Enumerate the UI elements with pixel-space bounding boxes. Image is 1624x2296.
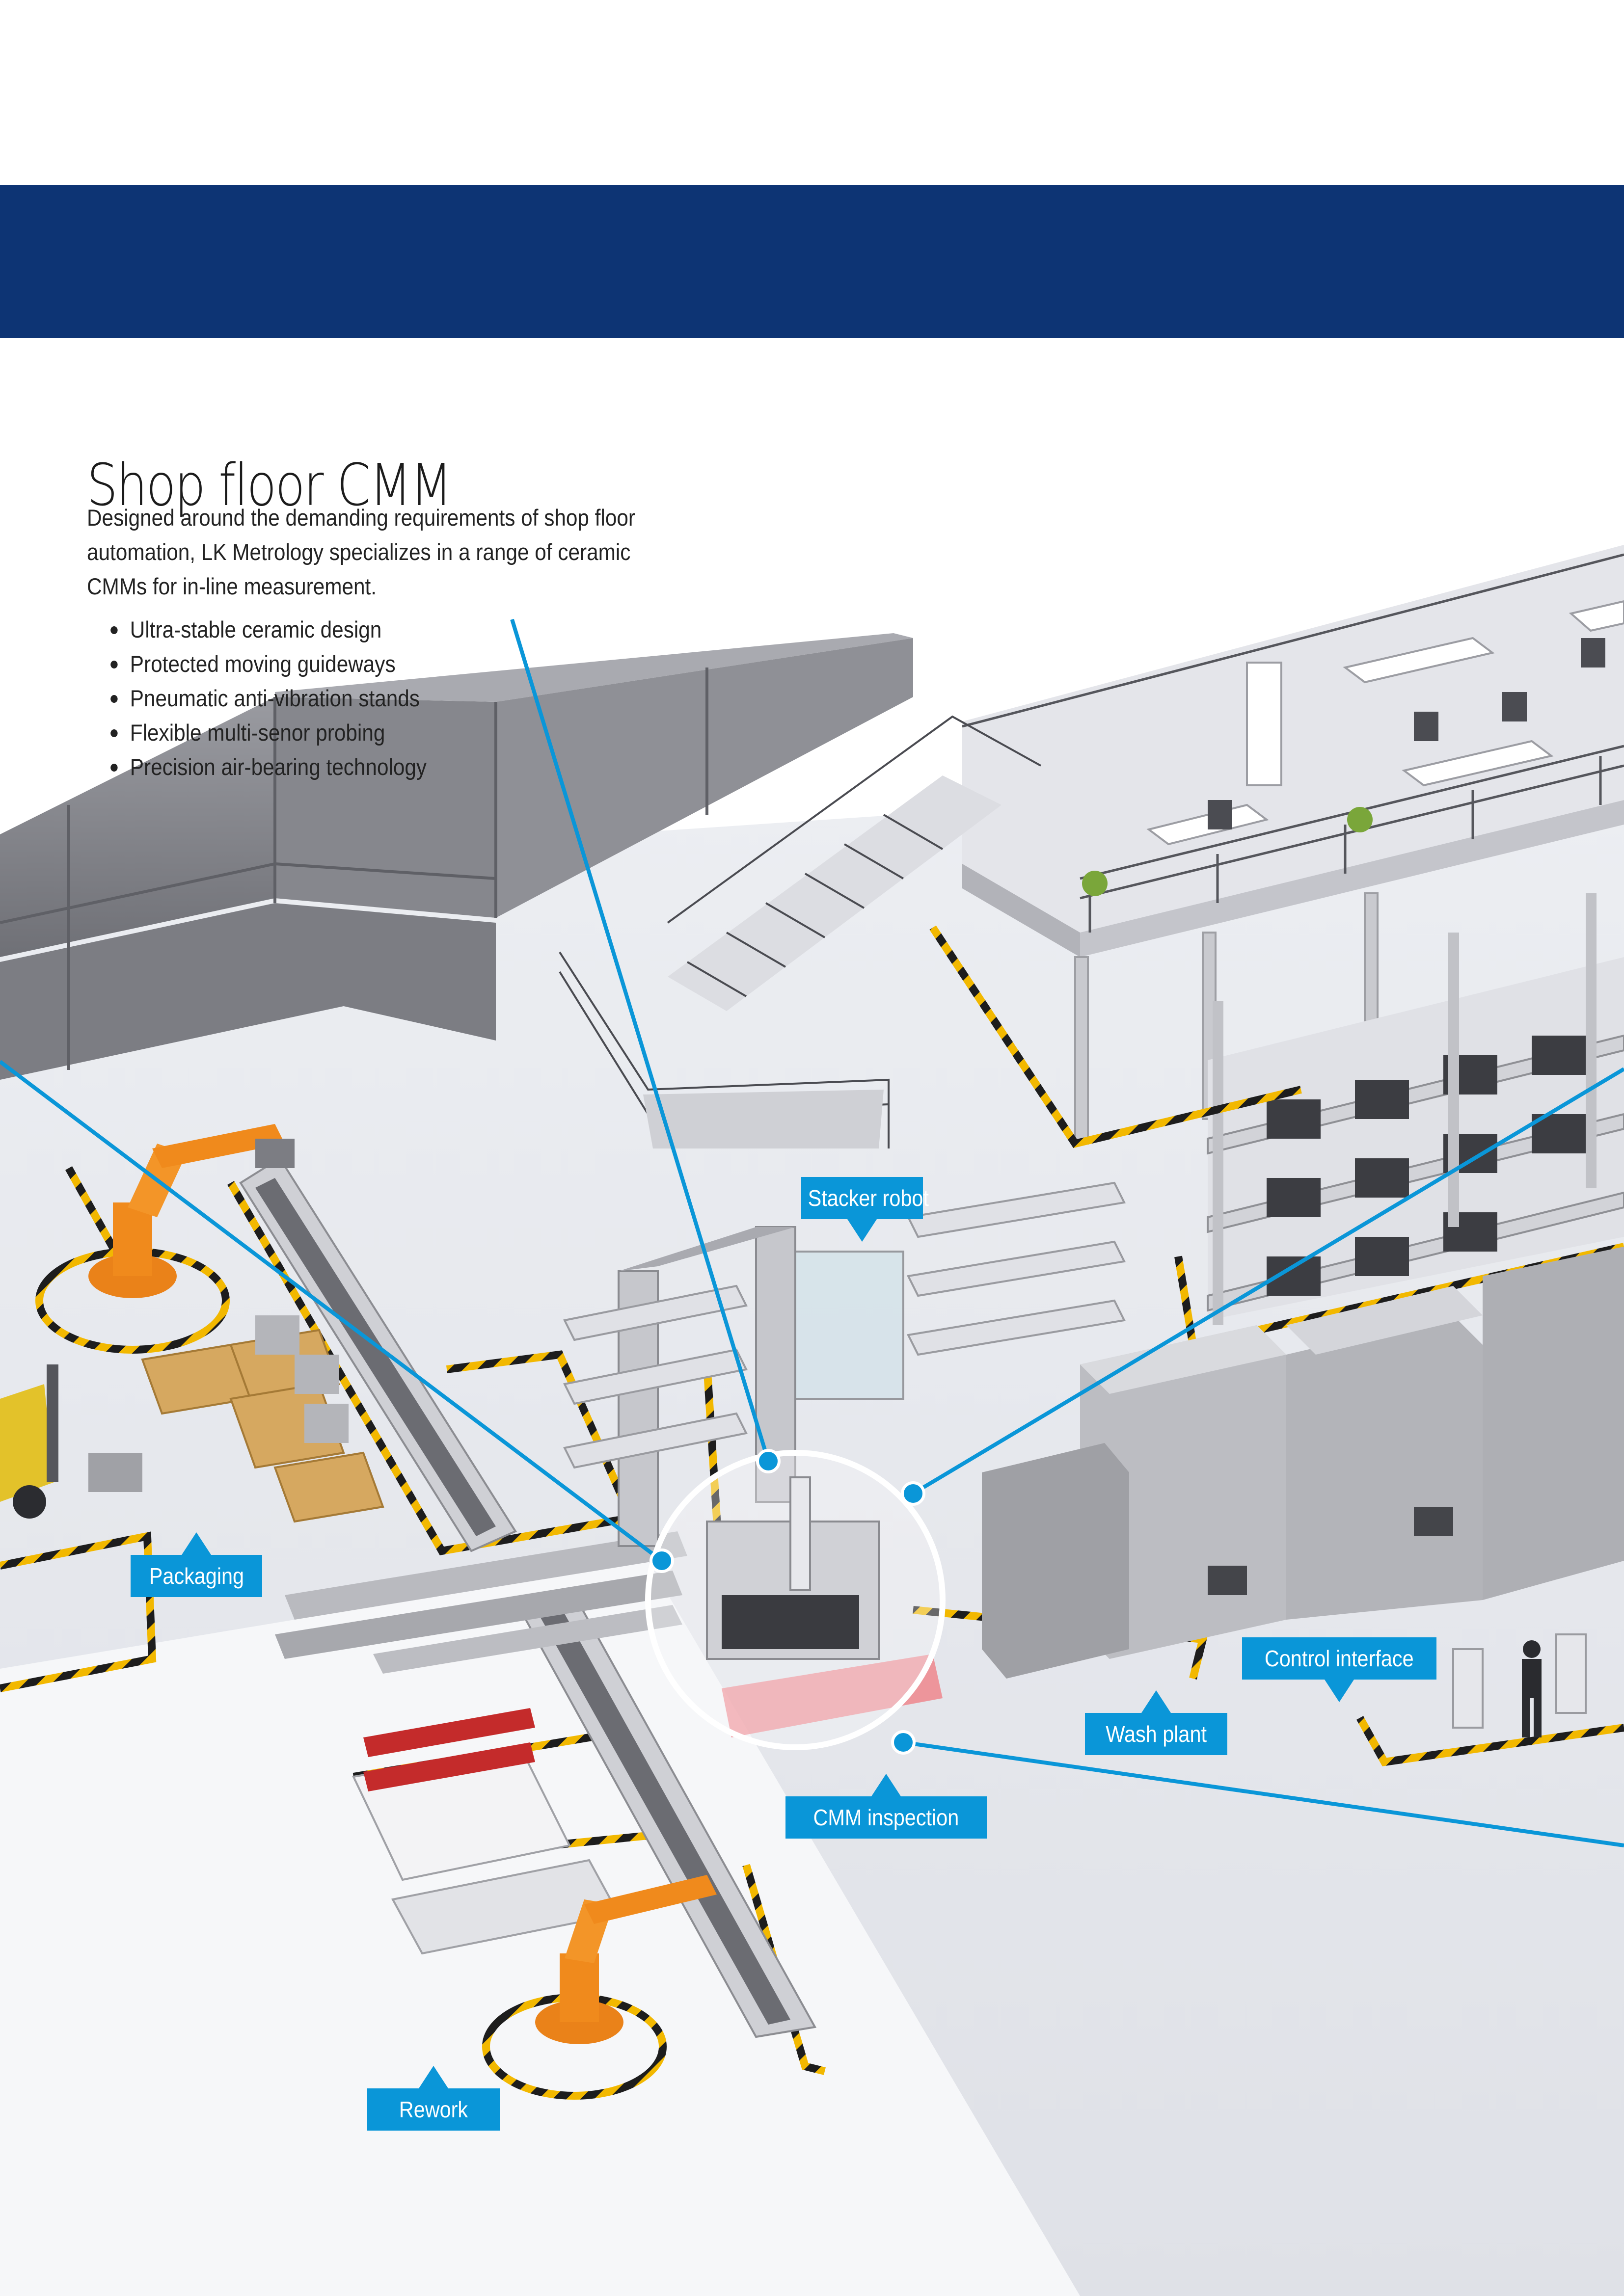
callout-packaging: Packaging: [131, 1532, 262, 1597]
leader-lines: [0, 618, 1624, 1847]
cmm-inspection-zone: [645, 1450, 946, 1750]
callout-control-interface: Control interface: [1242, 1637, 1436, 1702]
conveyors: [239, 1157, 817, 2038]
feature-list: Ultra-stable ceramic design Protected mo…: [98, 613, 427, 784]
callout-stacker-robot: Stacker robot: [801, 1177, 929, 1242]
callout-label: Rework: [399, 2097, 468, 2122]
leader-dots: [650, 1449, 925, 1755]
wash-plant: [982, 1247, 1624, 1679]
feature-item: Precision air-bearing technology: [98, 750, 427, 784]
callout-label: Wash plant: [1106, 1721, 1207, 1747]
callout-label: CMM inspection: [813, 1805, 959, 1830]
storage-racks: [1207, 893, 1624, 1325]
rework-robot: [482, 1875, 717, 2100]
factory-wall: [0, 903, 496, 1080]
header-banner: [0, 185, 1624, 338]
stacker-robot-gantry: [563, 1181, 1126, 1547]
feature-item: Protected moving guideways: [98, 647, 427, 681]
feature-item: Pneumatic anti-vibration stands: [98, 681, 427, 716]
callout-label: Stacker robot: [808, 1185, 929, 1211]
page-title: Shop floor CMM: [87, 451, 452, 519]
forklift: [0, 1364, 142, 1519]
control-kiosks: [1452, 1633, 1587, 1729]
feature-item: Ultra-stable ceramic design: [98, 613, 427, 647]
intro-paragraph: Designed around the demanding requiremen…: [87, 505, 635, 599]
callout-cmm-inspection: CMM inspection: [785, 1774, 987, 1839]
callout-label: Packaging: [149, 1563, 244, 1589]
callout-label: Control interface: [1265, 1646, 1414, 1671]
rework-area: [352, 1708, 621, 1955]
operator-figure: [1522, 1640, 1542, 1737]
feature-item: Flexible multi-senor probing: [98, 716, 427, 750]
callout-wash-plant: Wash plant: [1085, 1690, 1227, 1755]
callout-rework: Rework: [367, 2066, 500, 2131]
